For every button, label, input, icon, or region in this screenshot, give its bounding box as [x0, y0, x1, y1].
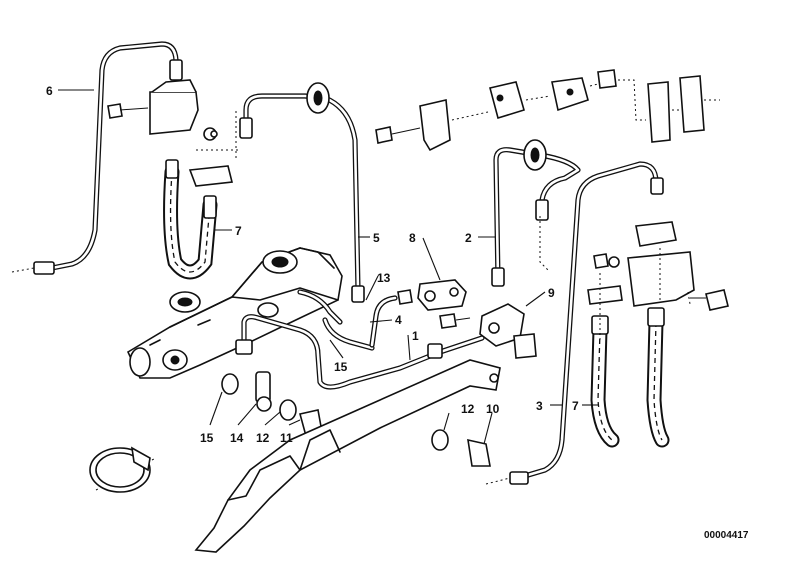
callout-12-left: 12 [256, 431, 270, 445]
callout-6: 6 [46, 84, 53, 98]
callout-1: 1 [412, 329, 419, 343]
master-cylinder [126, 247, 343, 379]
callout-15-center: 15 [334, 360, 348, 374]
callout-8: 8 [409, 231, 416, 245]
leader-lines [11, 89, 691, 491]
callout-10: 10 [486, 402, 500, 416]
callout-5: 5 [373, 231, 380, 245]
fittings [33, 59, 729, 493]
callout-7-right: 7 [572, 399, 579, 413]
brake-pipes [49, 41, 659, 481]
callout-11: 11 [280, 431, 293, 445]
flexible-hoses [163, 164, 670, 448]
callout-2: 2 [465, 231, 472, 245]
callout-labels: 6 7 5 8 2 9 13 4 1 15 3 7 15 14 12 11 12… [46, 84, 579, 445]
callout-15-left: 15 [200, 431, 214, 445]
callout-7-left: 7 [235, 224, 242, 238]
callout-9: 9 [548, 286, 555, 300]
callout-14: 14 [230, 431, 244, 445]
frame-rail [194, 359, 501, 553]
callout-13: 13 [377, 271, 391, 285]
callout-12-right: 12 [461, 402, 475, 416]
callout-4: 4 [395, 313, 402, 327]
callout-3: 3 [536, 399, 543, 413]
diagram-reference-number: 00004417 [704, 530, 749, 541]
